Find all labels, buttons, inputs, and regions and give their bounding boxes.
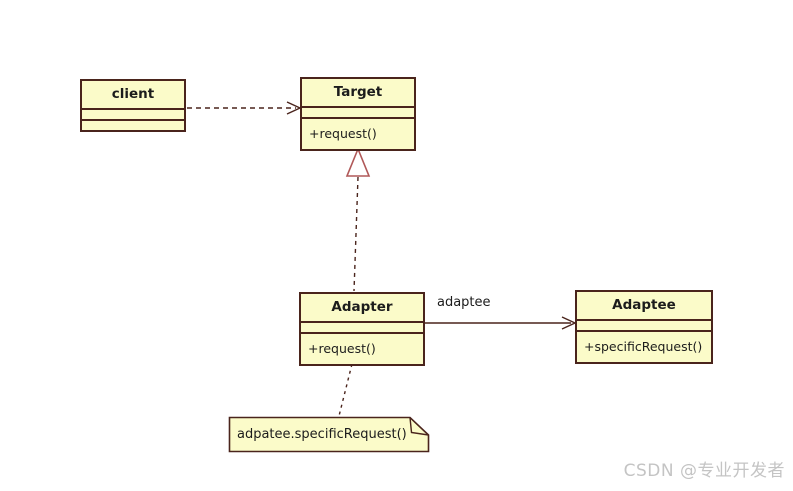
class-method: +specificRequest() [584,339,703,354]
class-name: Adapter [331,299,393,315]
realization-line-adapter-target [353,176,359,292]
class-name: client [111,86,155,102]
note-text: adpatee.specificRequest() [237,427,407,442]
class-name: Target [333,84,383,100]
class-method: +request() [309,126,377,141]
class-box-target: Target +request() [300,77,416,151]
class-compartment-methods: +specificRequest() [577,330,711,362]
note-fold-icon [409,417,429,436]
class-compartment-empty [577,319,711,330]
class-name: Adaptee [612,297,676,313]
association-label-adaptee: adaptee [437,295,491,310]
class-compartment-empty [302,106,414,117]
class-compartment-methods: +request() [301,332,423,364]
class-compartment-empty [301,321,423,332]
class-compartment-empty [82,119,184,130]
class-compartment-methods: +request() [302,117,414,149]
class-box-adapter: Adapter +request() [299,292,425,366]
class-box-client: client [80,79,186,132]
realization-triangle-icon [345,146,371,177]
note-shape [228,416,430,453]
class-method: +request() [308,341,376,356]
class-compartment-empty [82,108,184,119]
class-box-adaptee: Adaptee +specificRequest() [575,290,713,364]
watermark: CSDN @专业开发者 [623,461,785,481]
note-anchor-line [338,363,353,417]
